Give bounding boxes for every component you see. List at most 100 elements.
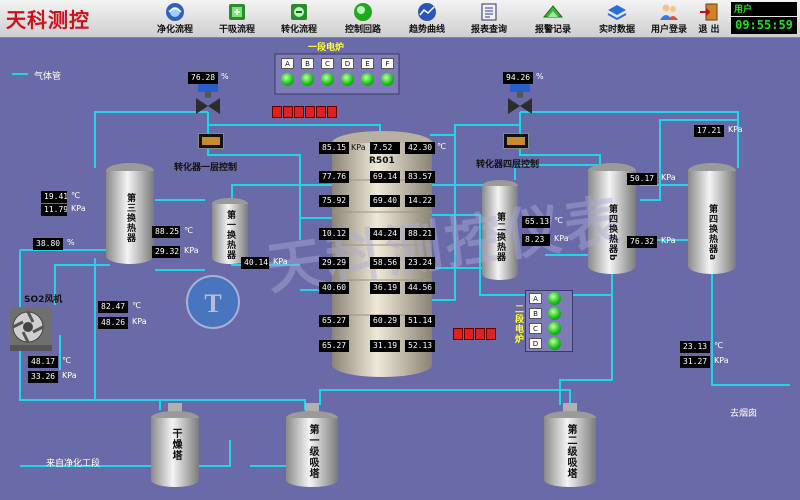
reading-r2-value: 11.79: [41, 204, 67, 216]
nav-dry-absorb-flow-button[interactable]: 干吸流程: [206, 1, 268, 37]
heater1-zone-lamp[interactable]: [341, 73, 354, 86]
reading-r11-value: 65.13: [522, 216, 550, 228]
nav-label: 净化流程: [156, 25, 193, 35]
reactor-reading: 36.19: [370, 282, 400, 294]
reading-r2-unit: KPa: [71, 204, 86, 213]
reading-r1-unit: ℃: [71, 191, 80, 200]
inlet-label: 来自净化工段: [46, 459, 101, 469]
nav-realtime-data-button[interactable]: 实时数据: [586, 1, 648, 37]
controller-right-button[interactable]: [503, 133, 529, 149]
alarm-icon: [542, 5, 564, 18]
first-absorption-tower-label: 第一级吸塔: [307, 424, 318, 479]
exchanger-fourth-a-label: 第四换热器a: [707, 204, 717, 262]
report-icon: [481, 3, 497, 21]
heater2-zone-lamp[interactable]: [548, 337, 561, 350]
exchanger-fourth-b-label: 第四换热器b: [607, 204, 617, 262]
nav-label: 报警记录: [534, 25, 571, 35]
reactor-reading: 65.27: [319, 315, 349, 327]
heater1-zone-label: D: [341, 58, 354, 69]
reading-r6-value: 40.14: [241, 257, 269, 269]
exchanger-second-label: 第二换热器: [495, 212, 505, 262]
reading-r15-value: 17.21: [694, 125, 724, 137]
so2-fan-icon: [10, 307, 52, 351]
second-absorption-tower-label: 第二级吸塔: [565, 424, 576, 479]
reading-r4-unit: ℃: [184, 226, 193, 235]
heater1-panel: [274, 53, 400, 95]
reading-r7-value: 82.47: [98, 301, 128, 313]
reading-r8-value: 48.26: [98, 317, 128, 329]
realtime-icon: [607, 5, 627, 21]
app-logo: 天科测控: [6, 8, 90, 32]
controller-right-label: 转化器四层控制: [476, 160, 540, 170]
reading-r9-unit: ℃: [62, 356, 71, 365]
reading-r13-unit: KPa: [661, 173, 676, 182]
reactor-reading: 23.24: [405, 257, 435, 269]
reactor-reading: 83.57: [405, 171, 435, 183]
reading-r12-unit: KPa: [554, 234, 569, 243]
reading-r14-unit: KPa: [661, 236, 676, 245]
valve-left-icon: [196, 84, 220, 114]
exit-icon: [700, 3, 718, 21]
heater1-element: [283, 106, 293, 118]
heater2-zone-label: D: [529, 338, 542, 349]
exchanger-first-label: 第一换热器: [225, 210, 235, 260]
heater1-zone-lamp[interactable]: [381, 73, 394, 86]
nav-trend-curve-button[interactable]: 趋势曲线: [396, 1, 458, 37]
heater2-element: [475, 328, 485, 340]
reactor-top-pressure-unit: KPa: [351, 143, 366, 152]
heater2-element: [486, 328, 496, 340]
reactor-name: R501: [369, 156, 395, 166]
heater1-zone-lamp[interactable]: [321, 73, 334, 86]
user-login-button[interactable]: 用户登录: [648, 1, 690, 37]
nav-label: 趋势曲线: [408, 25, 445, 35]
reading-r9-value: 48.17: [28, 356, 58, 368]
reading-r15-unit: KPa: [728, 125, 743, 134]
heater1-title: 一段电炉: [308, 43, 345, 53]
reading-r7-unit: ℃: [132, 301, 141, 310]
heater2-zone-lamp[interactable]: [548, 292, 561, 305]
exchanger-fourth-a-shell: [688, 163, 736, 274]
first-absorption-tower-shell: [286, 403, 338, 487]
reading-r6-unit: KPa: [273, 257, 288, 266]
top-toolbar: 天科测控 净化流程 干吸流程 转化流程 控制回路 趋势曲线 报表查询 报警记录 …: [0, 0, 800, 38]
reactor-top-pressure: 85.15: [319, 142, 349, 154]
valve-right-icon: [508, 84, 532, 114]
nav-conversion-flow-button[interactable]: 转化流程: [268, 1, 330, 37]
heater1-zone-lamp[interactable]: [301, 73, 314, 86]
nav-alarm-record-button[interactable]: 报警记录: [522, 1, 584, 37]
reading-r13-value: 50.17: [627, 173, 657, 185]
controller-icon: [507, 137, 525, 145]
gas-pipes: [12, 73, 790, 467]
nav-report-query-button[interactable]: 报表查询: [458, 1, 520, 37]
reactor-reading: 10.12: [319, 228, 349, 240]
dry-absorb-icon: [229, 4, 245, 20]
valve-right-readout: 94.26: [503, 72, 533, 84]
heater2-element: [453, 328, 463, 340]
valve-left-unit: %: [221, 72, 229, 81]
reactor-reading: 44.24: [370, 228, 400, 240]
nav-purify-flow-button[interactable]: 净化流程: [144, 1, 206, 37]
exchanger-third-label: 第三换热器: [125, 193, 135, 243]
reading-r5-value: 29.32: [152, 246, 180, 258]
watermark-logo: T: [186, 275, 240, 329]
heater2-element: [464, 328, 474, 340]
reading-r4-value: 88.25: [152, 226, 180, 238]
drying-tower-shell: [151, 403, 199, 487]
svg-text:T: T: [204, 289, 221, 318]
exit-button[interactable]: 退 出: [690, 1, 728, 37]
heater1-zone-lamp[interactable]: [281, 73, 294, 86]
so2-fan-label: SO2风机: [24, 295, 63, 305]
nav-control-loop-button[interactable]: 控制回路: [332, 1, 394, 37]
heater2-zone-lamp[interactable]: [548, 322, 561, 335]
heater2-zone-lamp[interactable]: [548, 307, 561, 320]
heater1-element: [316, 106, 326, 118]
reading-r3-unit: %: [67, 238, 75, 247]
reading-r10-unit: KPa: [62, 371, 77, 380]
user-login-icon: [660, 4, 678, 20]
reactor-top-temp: 42.30: [405, 142, 435, 154]
reading-r17-value: 31.27: [680, 356, 710, 368]
heater1-zone-lamp[interactable]: [361, 73, 374, 86]
controller-left-button[interactable]: [198, 133, 224, 149]
reactor-reading: 52.13: [405, 340, 435, 352]
reactor-reading: 40.60: [319, 282, 349, 294]
